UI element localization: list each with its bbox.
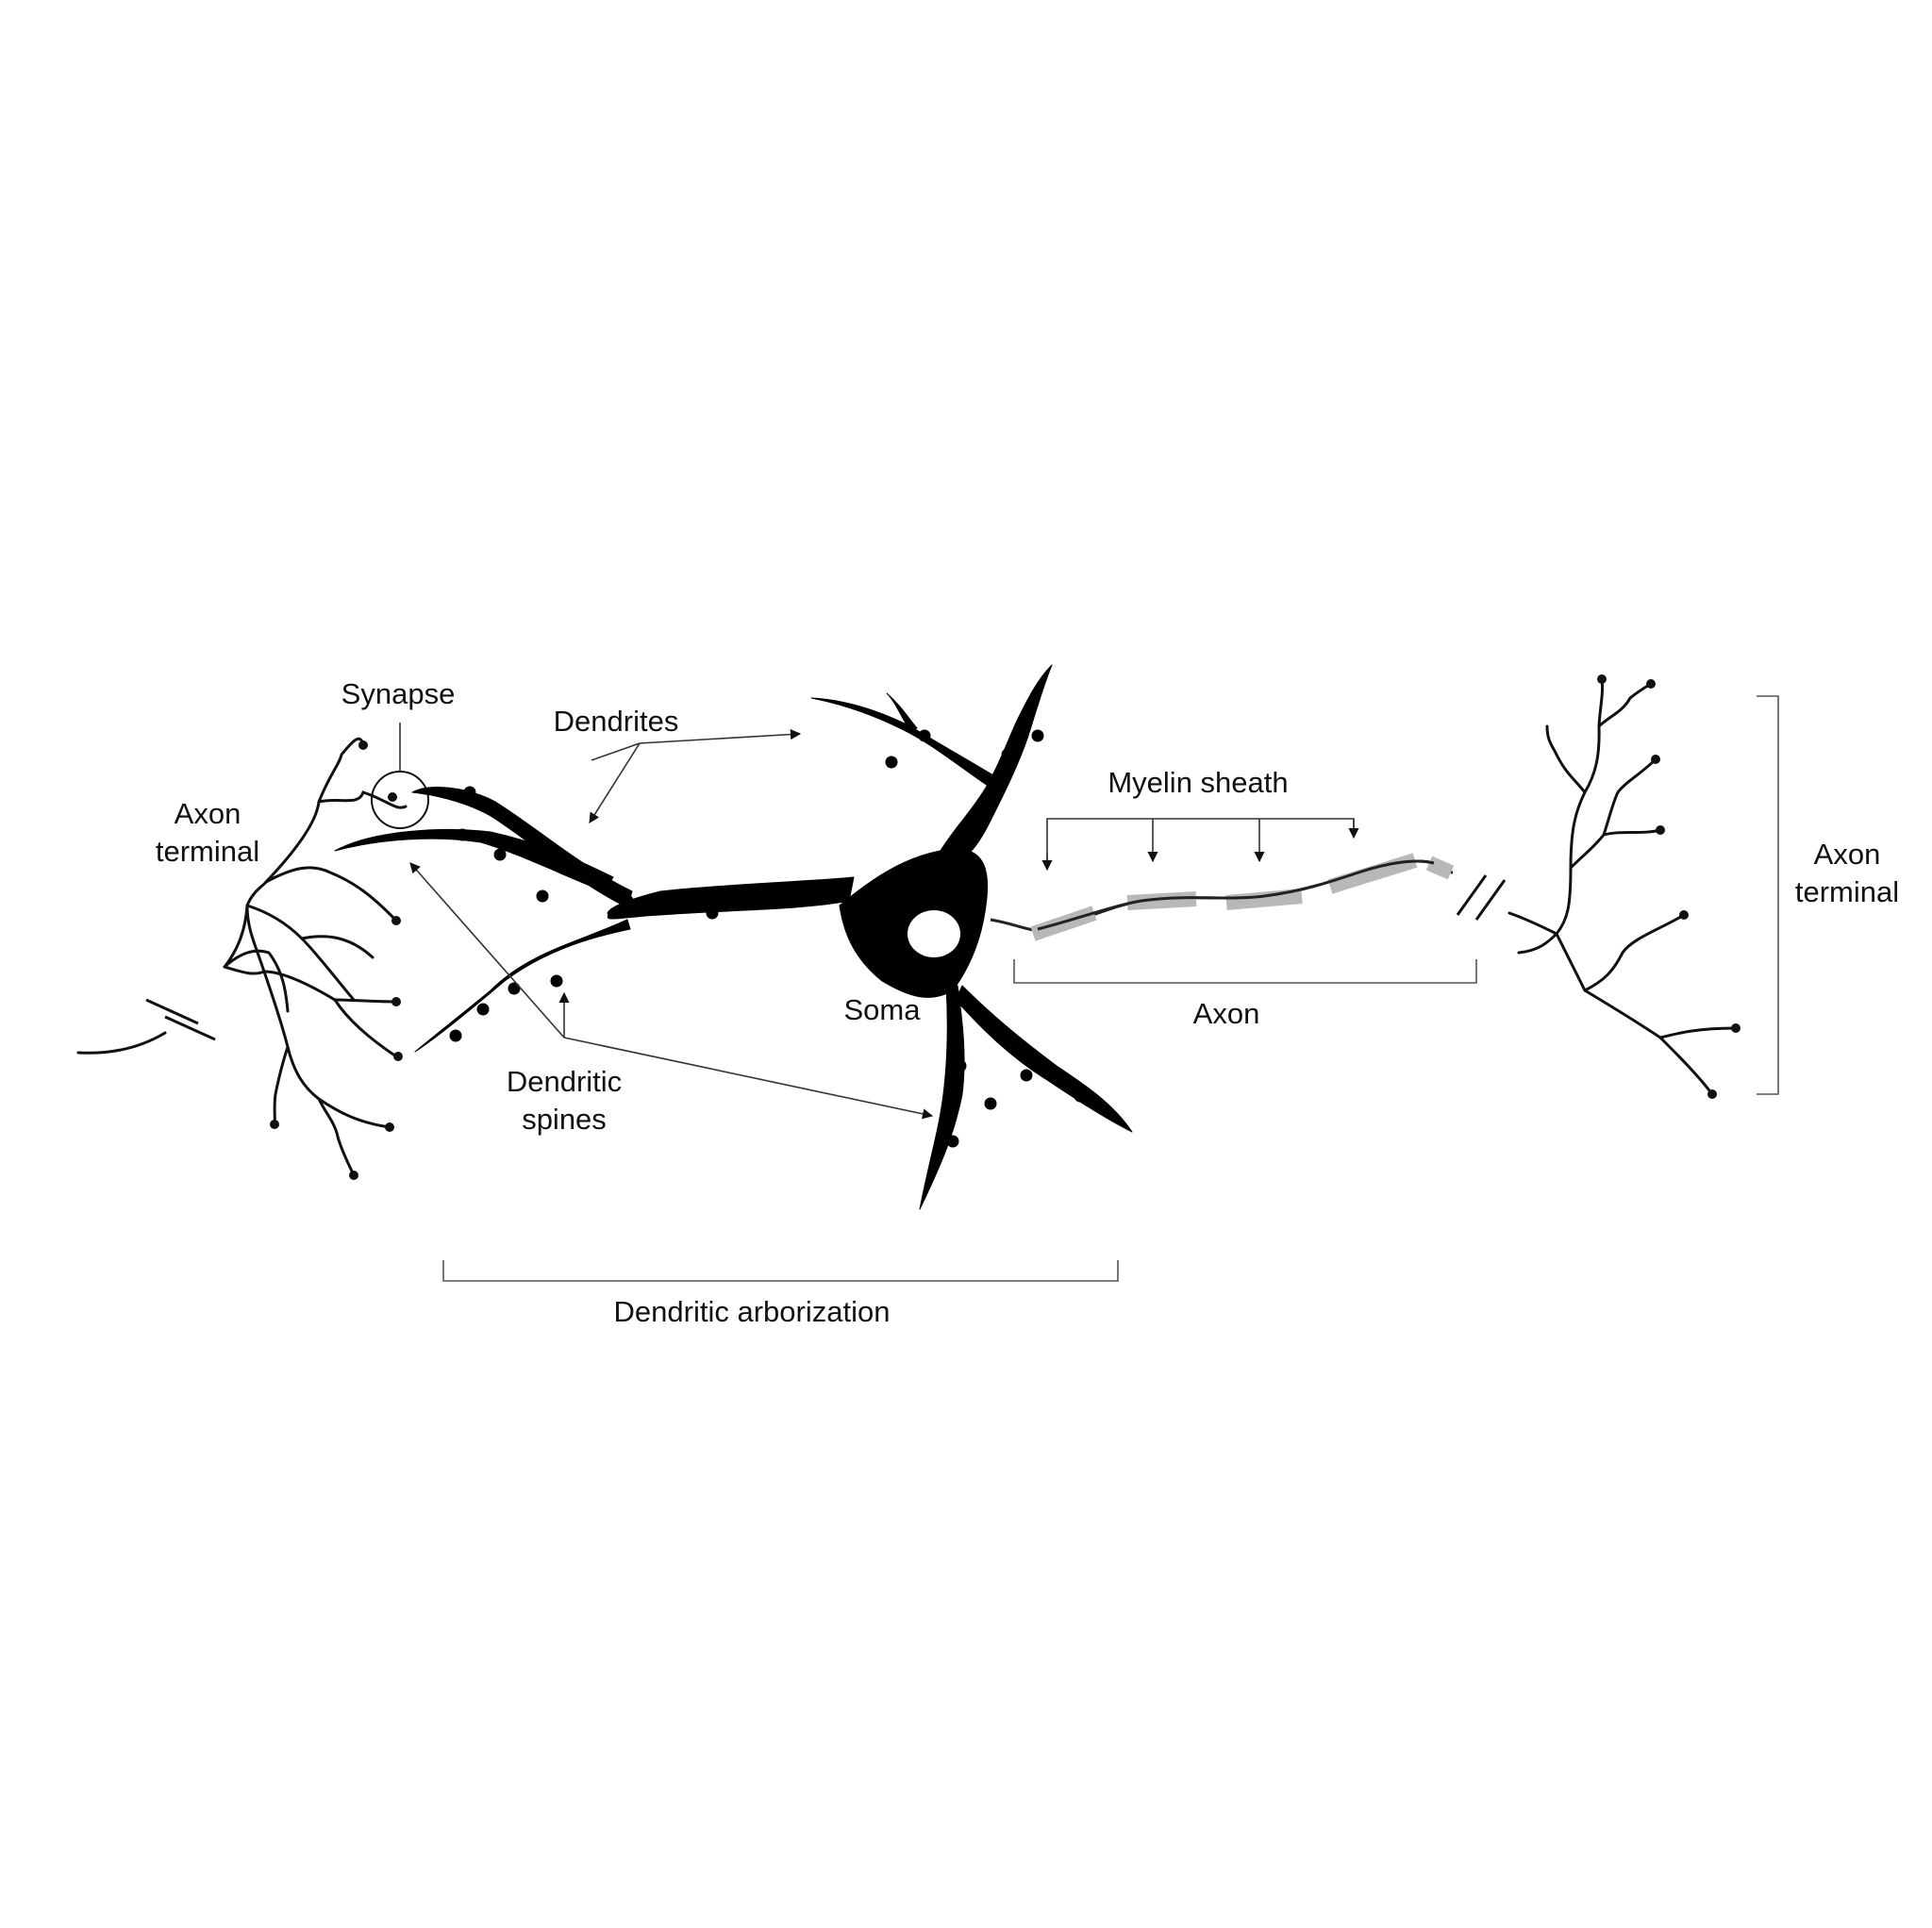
right-break-marks xyxy=(1456,874,1507,921)
dendritic-spines-line-2: spines xyxy=(522,1103,607,1136)
brackets xyxy=(442,695,1779,1282)
left-axon-terminal xyxy=(76,737,408,1177)
dendrites-label: Dendrites xyxy=(553,705,679,738)
soma-label: Soma xyxy=(843,993,921,1026)
dendritic-spines-line-1: Dendritic xyxy=(506,1065,623,1098)
axon-terminal-right-line-2: terminal xyxy=(1794,875,1900,908)
axon-terminal-right-label: Axon terminal xyxy=(1781,836,1913,911)
neuron-cell xyxy=(334,664,1133,1210)
axon-terminal-left-label: Axon terminal xyxy=(142,795,274,871)
axon-terminal-left-line-2: terminal xyxy=(155,835,260,868)
axon-terminal-right-line-1: Axon xyxy=(1813,838,1881,871)
left-terminal-boutons xyxy=(270,740,403,1180)
right-terminal-boutons xyxy=(1597,674,1740,1099)
annotation-lines xyxy=(399,723,1359,1120)
synapse-label: Synapse xyxy=(341,677,456,710)
dendritic-spines-label: Dendritic spines xyxy=(484,1063,644,1139)
axon-label: Axon xyxy=(1192,997,1260,1030)
axon-terminal-left-line-1: Axon xyxy=(174,797,242,830)
dendritic-arborization-label: Dendritic arborization xyxy=(613,1295,891,1328)
nucleus xyxy=(908,910,960,957)
right-axon-terminal xyxy=(1507,677,1738,1096)
myelin-sheath-label: Myelin sheath xyxy=(1108,766,1289,799)
left-break-marks xyxy=(145,998,216,1041)
